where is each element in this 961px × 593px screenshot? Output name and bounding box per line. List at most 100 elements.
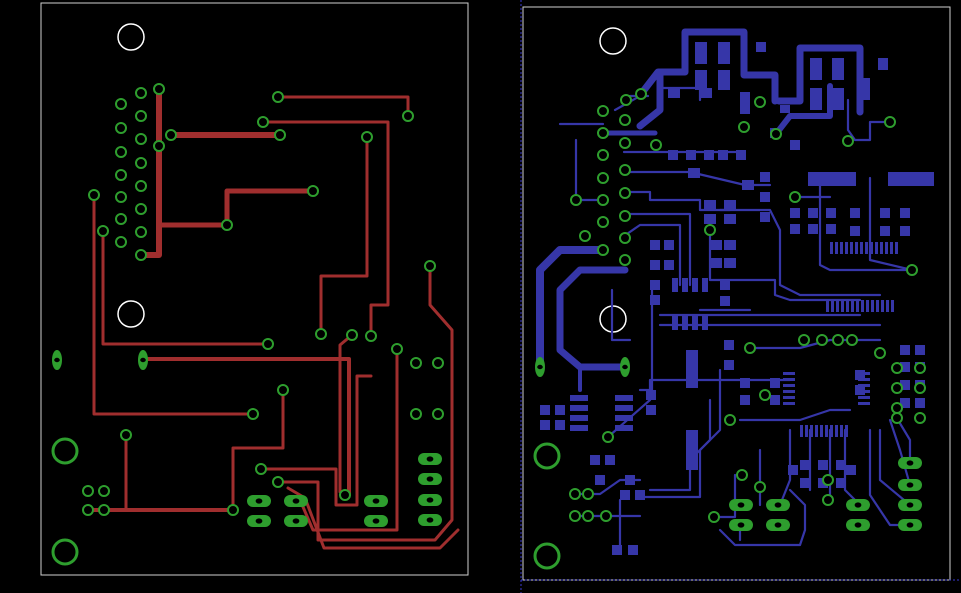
smd-pad — [845, 242, 848, 254]
smd-pad — [760, 172, 770, 182]
smd-pad — [830, 242, 833, 254]
smd-pad — [900, 398, 910, 408]
via-pad — [619, 164, 631, 176]
copper-trace — [713, 473, 737, 519]
copper-trace — [718, 488, 807, 547]
smd-pad — [891, 300, 894, 312]
mounting-hole — [117, 300, 145, 328]
pad-drill — [774, 522, 782, 528]
via-pad — [115, 122, 127, 134]
smd-pad — [692, 316, 698, 330]
copper-trace — [298, 347, 399, 532]
smd-pad — [870, 242, 873, 254]
smd-pad — [858, 390, 870, 393]
pad-drill — [906, 522, 914, 528]
smd-pad — [900, 226, 910, 236]
via-pad — [135, 180, 147, 192]
large-pad — [51, 538, 79, 566]
smd-pad — [885, 242, 888, 254]
smd-pad — [846, 465, 856, 475]
via-pad — [906, 264, 918, 276]
smd-pad — [650, 295, 660, 305]
smd-pad — [841, 300, 844, 312]
via-pad — [891, 382, 903, 394]
via-pad — [736, 469, 748, 481]
smd-pad — [695, 70, 707, 90]
copper-trace — [536, 246, 607, 371]
via-pad — [135, 110, 147, 122]
via-pad — [115, 236, 127, 248]
pad-drill — [54, 357, 60, 363]
via-pad — [432, 408, 444, 420]
smd-pad — [770, 395, 780, 405]
via-pad — [277, 384, 289, 396]
copper-trace — [259, 374, 373, 507]
via-pad — [754, 96, 766, 108]
smd-pad — [915, 398, 925, 408]
via-pad — [115, 146, 127, 158]
via-pad — [744, 342, 756, 354]
via-pad — [307, 185, 319, 197]
via-pad — [597, 149, 609, 161]
via-pad — [315, 328, 327, 340]
via-pad — [262, 338, 274, 350]
smd-pad — [888, 172, 934, 186]
via-pad — [597, 216, 609, 228]
via-pad — [582, 488, 594, 500]
copper-trace — [846, 98, 892, 142]
smd-pad — [858, 372, 870, 375]
copper-trace — [622, 223, 682, 287]
smd-pad — [850, 242, 853, 254]
smd-pad — [720, 280, 730, 290]
smd-pad — [880, 208, 890, 218]
smd-pad — [886, 300, 889, 312]
via-pad — [597, 244, 609, 256]
smd-pad — [780, 105, 790, 113]
smd-pad — [808, 224, 818, 234]
smd-pad — [540, 420, 550, 430]
via-pad — [402, 110, 414, 122]
smd-pad — [605, 455, 615, 465]
copper-trace — [231, 388, 285, 512]
copper-trace — [156, 188, 316, 228]
smd-pad — [858, 378, 870, 381]
smd-pad — [835, 425, 838, 437]
via-pad — [153, 83, 165, 95]
via-pad — [98, 504, 110, 516]
smd-pad — [831, 300, 834, 312]
via-pad — [272, 476, 284, 488]
smd-pad — [702, 316, 708, 330]
smd-pad — [650, 260, 660, 270]
smd-pad — [835, 242, 838, 254]
via-pad — [135, 249, 147, 261]
via-pad — [635, 88, 647, 100]
smd-pad — [900, 345, 910, 355]
copper-trace — [888, 418, 912, 487]
copper-trace — [636, 68, 664, 130]
smd-pad — [830, 425, 833, 437]
smd-pad — [836, 460, 846, 470]
via-pad — [816, 334, 828, 346]
via-pad — [569, 488, 581, 500]
via-pad — [257, 116, 269, 128]
smd-pad — [788, 465, 798, 475]
via-pad — [770, 128, 782, 140]
copper-trace — [748, 338, 882, 350]
via-pad — [135, 133, 147, 145]
copper-trace — [319, 135, 369, 336]
copper-trace — [622, 212, 692, 287]
pad-drill — [774, 502, 782, 508]
smd-pad — [646, 390, 656, 400]
via-pad — [704, 224, 716, 236]
smd-pad — [855, 242, 858, 254]
smd-pad — [724, 200, 736, 210]
via-pad — [914, 382, 926, 394]
via-pad — [570, 194, 582, 206]
smd-pad — [704, 200, 716, 210]
board-outline — [522, 6, 951, 581]
copper-trace — [139, 357, 351, 497]
smd-pad — [840, 425, 843, 437]
smd-pad — [858, 396, 870, 399]
copper-trace — [276, 95, 410, 118]
smd-pad — [628, 545, 638, 555]
